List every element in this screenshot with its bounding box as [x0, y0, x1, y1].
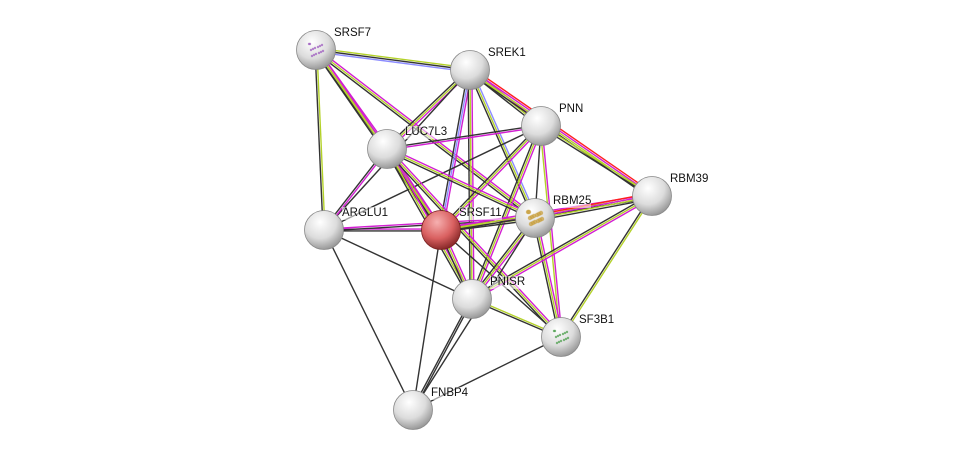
edge-PNISR-FNBP4[interactable]: [413, 299, 474, 411]
node-PNN[interactable]: [521, 106, 561, 146]
edge-LUC7L3-RBM25[interactable]: [387, 146, 537, 217]
edge-PNN-SF3B1[interactable]: [539, 126, 561, 338]
node-RBM25[interactable]: [515, 198, 555, 238]
node-LUC7L3[interactable]: [367, 129, 407, 169]
node-circle[interactable]: [296, 30, 336, 70]
edge-RBM25-SF3B1[interactable]: [532, 218, 560, 338]
node-PNISR[interactable]: [452, 279, 492, 319]
node-circle[interactable]: [515, 198, 555, 238]
edge-LUC7L3-RBM25[interactable]: [385, 150, 535, 221]
edge-SREK1-SRSF11[interactable]: [440, 69, 471, 231]
edge-LUC7L3-SF3B1[interactable]: [386, 148, 562, 338]
node-circle[interactable]: [452, 279, 492, 319]
protein-structure-icon: [525, 209, 545, 227]
edge-PNN-LUC7L3[interactable]: [386, 124, 541, 149]
node-SRSF7[interactable]: [296, 30, 336, 70]
edge-ARGLU1-PNISR[interactable]: [323, 229, 473, 300]
node-label: PNN: [559, 103, 584, 116]
nodes-layer: [296, 30, 672, 430]
edges-layer: [313, 47, 655, 411]
edge-SREK1-SRSF11[interactable]: [442, 70, 473, 231]
node-label: SRSF11: [459, 207, 502, 220]
node-label: FNBP4: [431, 387, 469, 400]
edge-LUC7L3-SF3B1[interactable]: [387, 147, 563, 337]
edge-SRSF7-ARGLU1[interactable]: [314, 50, 324, 231]
node-circle[interactable]: [304, 210, 344, 250]
edge-PNISR-FNBP4[interactable]: [411, 298, 472, 410]
node-ARGLU1[interactable]: [304, 210, 344, 250]
node-SRSF11[interactable]: [421, 210, 461, 250]
node-label: ARGLU1: [342, 207, 389, 220]
edge-SRSF11-FNBP4[interactable]: [412, 229, 442, 411]
edge-PNN-RBM39[interactable]: [541, 124, 653, 196]
node-RBM39[interactable]: [632, 176, 672, 216]
node-label: RBM25: [553, 195, 592, 208]
edge-RBM25-RBM39[interactable]: [534, 192, 652, 216]
node-circle[interactable]: [393, 390, 433, 430]
edge-LUC7L3-SF3B1[interactable]: [385, 149, 561, 339]
edge-RBM25-SF3B1[interactable]: [536, 217, 564, 337]
node-FNBP4[interactable]: [393, 390, 433, 430]
edge-SRSF7-SREK1[interactable]: [315, 49, 471, 71]
edge-SRSF7-SREK1[interactable]: [316, 47, 471, 69]
edge-PNN-LUC7L3[interactable]: [387, 126, 542, 151]
edge-SREK1-RBM39[interactable]: [471, 67, 655, 195]
edge-SREK1-RBM39[interactable]: [470, 68, 653, 196]
edge-SREK1-SRSF11[interactable]: [438, 69, 469, 230]
protein-structure-icon: [552, 329, 570, 345]
edge-RBM25-SF3B1[interactable]: [534, 217, 562, 338]
node-label: RBM39: [670, 173, 709, 186]
node-label: LUC7L3: [405, 126, 448, 139]
node-circle[interactable]: [367, 129, 407, 169]
node-circle[interactable]: [421, 210, 461, 250]
node-circle[interactable]: [541, 317, 581, 357]
edge-SREK1-PNISR[interactable]: [469, 69, 473, 300]
edge-RBM39-SF3B1[interactable]: [561, 196, 654, 338]
node-label: SRSF7: [334, 27, 372, 40]
edge-SRSF7-SREK1[interactable]: [315, 51, 470, 73]
edge-RBM25-RBM39[interactable]: [535, 198, 653, 222]
edge-PNN-RBM39[interactable]: [540, 126, 652, 198]
edge-SRSF7-ARGLU1[interactable]: [316, 49, 326, 230]
node-circle[interactable]: [521, 106, 561, 146]
node-label: SF3B1: [579, 314, 615, 327]
node-circle[interactable]: [632, 176, 672, 216]
edge-LUC7L3-RBM25[interactable]: [386, 148, 536, 219]
node-SF3B1[interactable]: [541, 317, 581, 357]
edge-PNN-PNISR[interactable]: [471, 125, 542, 300]
edge-SREK1-PNISR[interactable]: [471, 69, 475, 299]
node-label: SREK1: [488, 47, 526, 60]
edge-PNN-SF3B1[interactable]: [541, 125, 563, 337]
edge-ARGLU1-FNBP4[interactable]: [323, 229, 414, 411]
node-circle[interactable]: [450, 50, 490, 90]
node-SREK1[interactable]: [450, 50, 490, 90]
edge-PNN-PNISR[interactable]: [469, 125, 540, 299]
node-label: PNISR: [490, 276, 526, 289]
edge-RBM39-SF3B1[interactable]: [559, 195, 652, 337]
edge-PNN-SRSF11[interactable]: [440, 125, 542, 231]
edge-PNN-PNISR[interactable]: [473, 126, 544, 300]
protein-structure-icon: [307, 42, 325, 58]
edge-PNN-SRSF11[interactable]: [439, 124, 541, 230]
